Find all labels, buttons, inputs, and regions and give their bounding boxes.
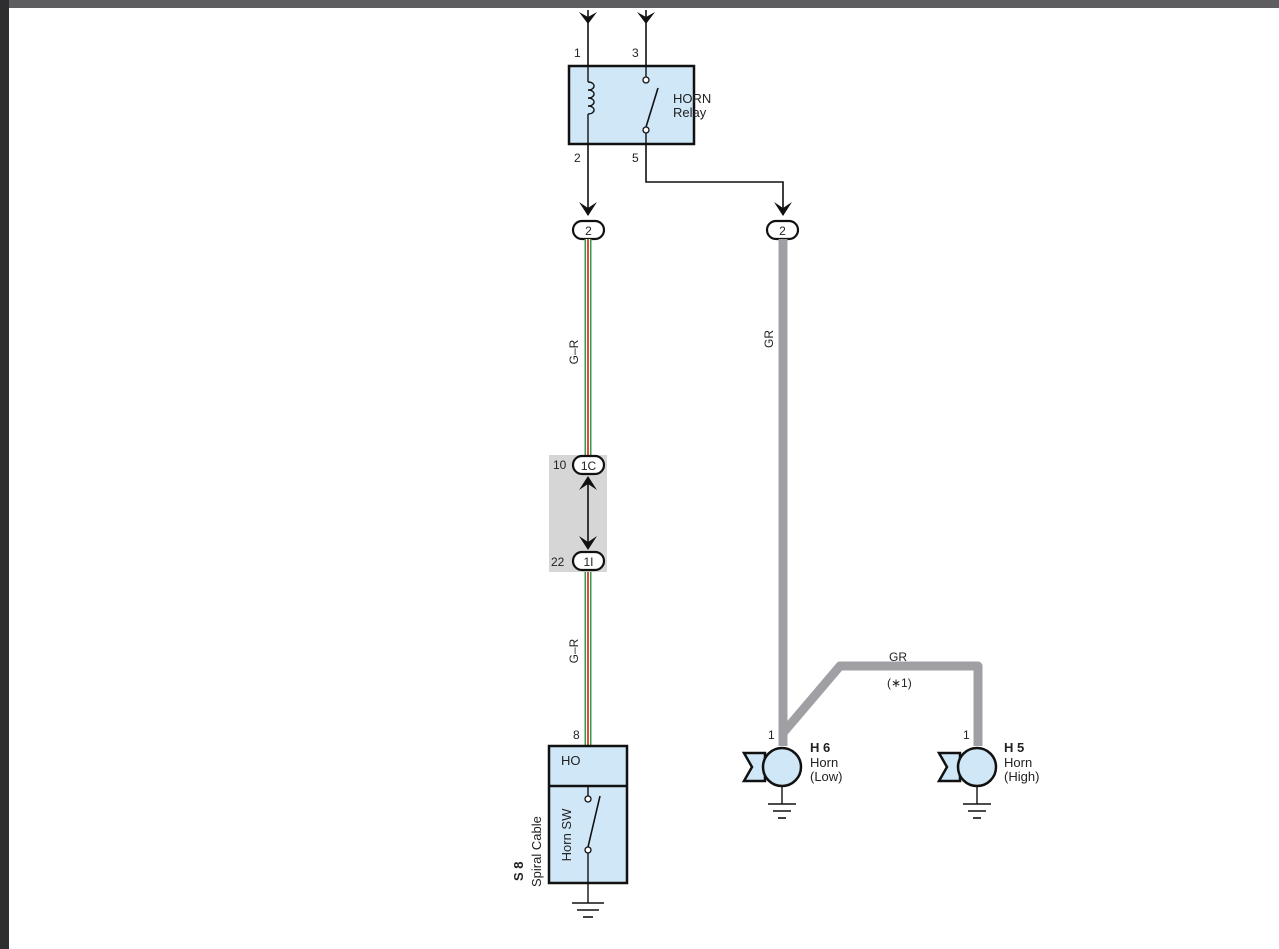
feed-arrow-pin3 — [637, 12, 655, 24]
horn-high-name: Horn — [1004, 755, 1032, 770]
wire-gr-main — [778, 239, 983, 746]
connector-1i — [571, 550, 606, 572]
feed-arrow-pin1 — [579, 12, 597, 24]
horn-high-code: H 5 — [1004, 740, 1024, 755]
horn-high-speaker-icon — [936, 751, 962, 783]
horn-low-speaker-icon — [741, 751, 767, 783]
junction-block: 1C 10 1I 22 — [549, 454, 607, 572]
svg-text:1I: 1I — [583, 555, 593, 569]
wire-branch-note: (∗1) — [887, 676, 912, 690]
horn-high: 1 H 5 Horn (High) — [936, 728, 1039, 819]
connector-right-top: 2 — [765, 219, 800, 241]
spiral-pin-8: 8 — [573, 728, 580, 742]
svg-text:2: 2 — [585, 224, 592, 238]
horn-relay: HORN Relay 1 3 2 5 — [567, 46, 711, 165]
ground-icon — [572, 883, 604, 918]
window-top-bar — [0, 0, 1279, 8]
window-left-edge — [0, 0, 9, 949]
spiral-cable: 8 HO Horn SW S 8 Spiral Cable — [511, 728, 629, 887]
arrow-down-icon — [579, 536, 597, 550]
relay-pin-2: 2 — [574, 151, 581, 165]
wire-label-g-r-lower: G–R — [567, 638, 581, 663]
wire-label-gr: GR — [762, 330, 776, 348]
horn-high-detail: (High) — [1004, 769, 1039, 784]
ground-icon — [963, 786, 991, 819]
horn-low-detail: (Low) — [810, 769, 843, 784]
connector-left-top: 2 — [571, 219, 606, 241]
svg-text:2: 2 — [779, 224, 786, 238]
horn-low: 1 H 6 Horn (Low) — [741, 728, 843, 819]
horn-high-pin: 1 — [963, 728, 970, 742]
spiral-name: Spiral Cable — [529, 816, 544, 887]
spiral-header: HO — [561, 753, 581, 768]
junction-pin-10: 10 — [553, 458, 567, 472]
junction-pin-22: 22 — [551, 555, 565, 569]
ground-icon — [768, 786, 796, 819]
horn-sw-label: Horn SW — [559, 808, 574, 861]
relay-name-line1: HORN — [673, 91, 711, 106]
relay-switch-icon — [645, 87, 659, 128]
wire-label-g-r-upper: G–R — [567, 339, 581, 364]
top-feed-arrows — [579, 10, 655, 65]
wire-label-gr-branch: GR — [889, 650, 907, 664]
horn-low-code: H 6 — [810, 740, 830, 755]
relay-pin-1: 1 — [574, 46, 581, 60]
relay-output-wires — [579, 144, 792, 216]
relay-pin-5: 5 — [632, 151, 639, 165]
svg-text:1C: 1C — [581, 459, 597, 473]
relay-pin-3: 3 — [632, 46, 639, 60]
connector-1c — [571, 454, 606, 476]
arrow-right-connector — [774, 202, 792, 216]
horn-switch-icon — [587, 795, 601, 848]
horn-low-pin: 1 — [768, 728, 775, 742]
horn-low-name: Horn — [810, 755, 838, 770]
spiral-code: S 8 — [511, 861, 526, 881]
relay-name-line2: Relay — [673, 105, 707, 120]
relay-coil-icon — [587, 81, 595, 115]
wire-gr-branch — [779, 661, 983, 746]
arrow-left-connector — [579, 202, 597, 216]
